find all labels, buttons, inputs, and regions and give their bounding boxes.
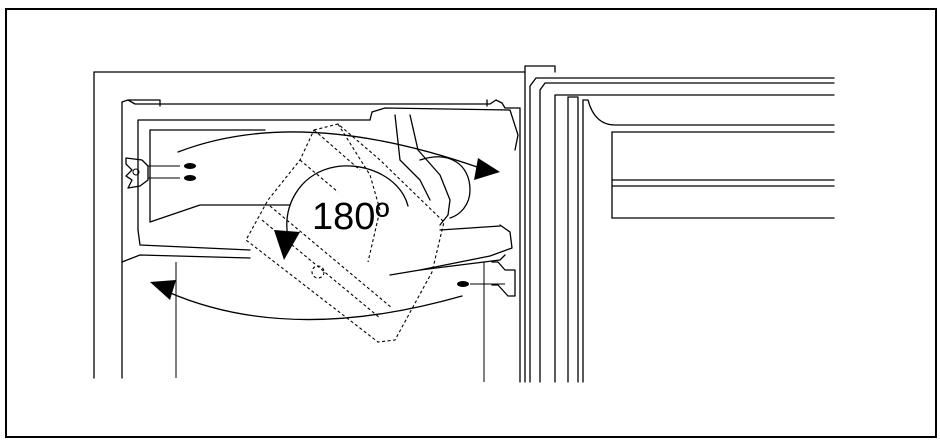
screw-icon: [184, 163, 196, 181]
rotation-label: 180º: [312, 196, 389, 238]
arrow-top-icon: [177, 131, 500, 180]
fridge-cabinet: [93, 65, 556, 383]
hinge-bracket: [125, 157, 180, 189]
screw-icon: [457, 281, 469, 287]
hinge-bracket-right: [470, 261, 516, 297]
fridge-door: [529, 77, 835, 383]
rotation-arrow-icon: [274, 165, 409, 260]
fridge-interior: [121, 254, 506, 382]
arrow-bottom-icon: [150, 280, 463, 321]
rotated-freezer-door: [245, 123, 445, 343]
figure-border: [5, 8, 937, 438]
freezer-compartment: [137, 107, 519, 276]
